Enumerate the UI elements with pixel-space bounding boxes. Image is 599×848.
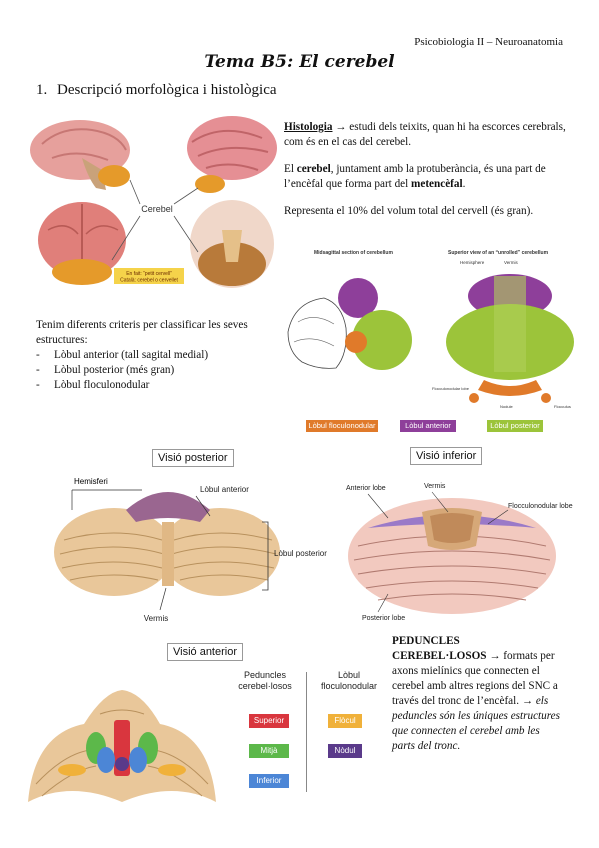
inferior-posterior-label: Posterior lobe bbox=[362, 615, 405, 622]
posterior-hemisferi-label: Hemisferi bbox=[74, 477, 108, 486]
diagram-nodule: Nodule bbox=[500, 404, 513, 409]
diagram-hemisphere: Hemisphere bbox=[460, 260, 485, 265]
diagram-vermis: Vermis bbox=[504, 260, 519, 265]
cerebel-paragraph: El cerebel, juntament amb la protuberànc… bbox=[284, 162, 566, 192]
legend-col1-title: Peduncles cerebel·losos bbox=[238, 670, 292, 691]
posterior-view-figure: Hemisferi Lòbul anterior Lòbul posterior… bbox=[50, 470, 340, 626]
legend-floc-floccul: Flòcul bbox=[328, 714, 362, 728]
anterior-view-title: Visió anterior bbox=[167, 643, 243, 661]
histology-term: Histologia bbox=[284, 121, 333, 133]
legend-chip-flocculonodular: Lòbul floculonodular bbox=[306, 420, 378, 432]
legend-col2-title: Lòbul floculonodular bbox=[320, 670, 378, 691]
inferior-vermis-label: Vermis bbox=[424, 483, 446, 490]
posterior-posterior-label: Lòbul posterior bbox=[274, 549, 327, 558]
classification-list: Lòbul anterior (tall sagital medial) Lòb… bbox=[36, 348, 276, 393]
inferior-view-title: Visió inferior bbox=[410, 447, 483, 465]
legend-ped-inferior: Inferior bbox=[249, 774, 289, 788]
classification-intro: Tenim diferents criteris per classificar… bbox=[36, 319, 248, 346]
brain-figure: Cerebel En fait: “petit cervell” Català:… bbox=[30, 116, 277, 288]
cerebel-term: cerebel bbox=[296, 163, 331, 175]
legend-ped-mitja: Mitjà bbox=[249, 744, 289, 758]
histology-text: → estudi dels teixits, quan hi ha escorc… bbox=[284, 121, 566, 148]
course-header: Psicobiologia II – Neuroanatomia bbox=[414, 36, 563, 48]
diagram-flocculus: Flocculus bbox=[554, 404, 571, 409]
section-title: Descripció morfològica i histològica bbox=[57, 82, 277, 98]
peduncles-block: PEDUNCLES CEREBEL·LOSOS → formats per ax… bbox=[392, 634, 562, 754]
brain-note-2: Català: cerebel o cervellet bbox=[120, 278, 178, 284]
inferior-flocc-label: Flocculonodular lobe bbox=[508, 503, 573, 510]
cerebel-text-c: . bbox=[462, 178, 466, 190]
intro-block: Histologia → estudi dels teixits, quan h… bbox=[284, 120, 566, 219]
section-number: 1. bbox=[36, 82, 48, 98]
list-item: Lòbul anterior (tall sagital medial) bbox=[36, 348, 276, 363]
posterior-view-title: Visió posterior bbox=[152, 449, 234, 467]
brain-label: Cerebel bbox=[141, 204, 173, 214]
cerebellum-diagram: Midsagittal section of cerebellum Superi… bbox=[284, 242, 580, 414]
list-item: Lòbul floculonodular bbox=[36, 378, 276, 393]
volume-paragraph: Representa el 10% del volum total del ce… bbox=[284, 205, 534, 217]
legend-ped-superior: Superior bbox=[249, 714, 289, 728]
list-item: Lòbul posterior (més gran) bbox=[36, 363, 276, 378]
peduncles-paragraph: CEREBEL·LOSOS → formats per axons mielín… bbox=[392, 649, 562, 754]
metencephalon-term: metencèfal bbox=[411, 178, 463, 190]
posterior-vermis-label: Vermis bbox=[144, 614, 168, 623]
legend-chip-anterior: Lòbul anterior bbox=[400, 420, 456, 432]
brain-note-1: En fait: “petit cervell” bbox=[126, 271, 172, 277]
diagram-left-caption: Midsagittal section of cerebellum bbox=[314, 250, 393, 256]
diagram-flocc-lobe: Flocculonodular lobe bbox=[432, 386, 470, 391]
legend-chip-posterior: Lòbul posterior bbox=[487, 420, 543, 432]
inferior-view-figure: Anterior lobe Vermis Flocculonodular lob… bbox=[338, 476, 582, 624]
legend-divider bbox=[306, 672, 307, 792]
classification-block: Tenim diferents criteris per classificar… bbox=[36, 318, 276, 393]
section-heading: 1. Descripció morfològica i histològica bbox=[36, 82, 277, 99]
peduncles-heading-2: CEREBEL·LOSOS bbox=[392, 650, 487, 662]
peduncles-heading-1: PEDUNCLES bbox=[392, 635, 460, 647]
peduncles-text: → formats per axons mielínics que connec… bbox=[392, 650, 558, 707]
peduncles-italic: els peduncles són les úniques estructure… bbox=[392, 695, 560, 752]
cerebel-text-a: El bbox=[284, 163, 297, 175]
page-title: Tema B5: El cerebel bbox=[204, 52, 395, 72]
inferior-anterior-label: Anterior lobe bbox=[346, 485, 386, 492]
histology-paragraph: Histologia → estudi dels teixits, quan h… bbox=[284, 120, 566, 150]
anterior-view-figure bbox=[28, 690, 216, 802]
cerebel-text-b: , juntament amb la protuberància, és una… bbox=[284, 163, 546, 190]
legend-floc-nodul: Nòdul bbox=[328, 744, 362, 758]
diagram-right-caption: Superior view of an “unrolled” cerebellu… bbox=[448, 250, 549, 256]
posterior-anterior-label: Lòbul anterior bbox=[200, 485, 249, 494]
